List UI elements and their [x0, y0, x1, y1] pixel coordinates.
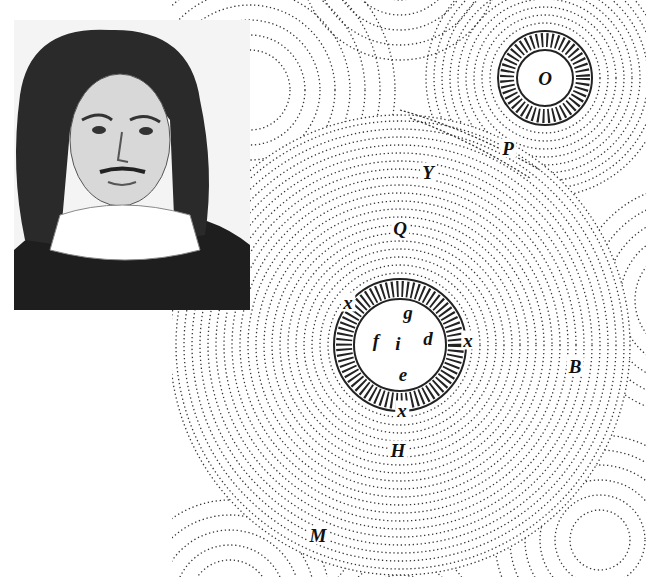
letter-label: Q: [391, 219, 409, 238]
letter-label: B: [567, 357, 584, 376]
letter-label: g: [401, 303, 415, 322]
letter-label: x: [461, 331, 475, 350]
letter-label: x: [395, 401, 409, 420]
letter-label: Y: [420, 163, 436, 182]
letter-label: f: [371, 331, 381, 350]
letter-label: P: [500, 139, 516, 158]
letter-label: O: [536, 69, 554, 88]
letter-label: d: [421, 329, 435, 348]
letter-label: i: [393, 334, 402, 353]
letter-label: x: [341, 293, 355, 312]
letter-label: M: [308, 526, 329, 545]
letter-label: e: [397, 365, 409, 384]
portrait: [14, 20, 250, 310]
letter-label: H: [389, 441, 408, 460]
